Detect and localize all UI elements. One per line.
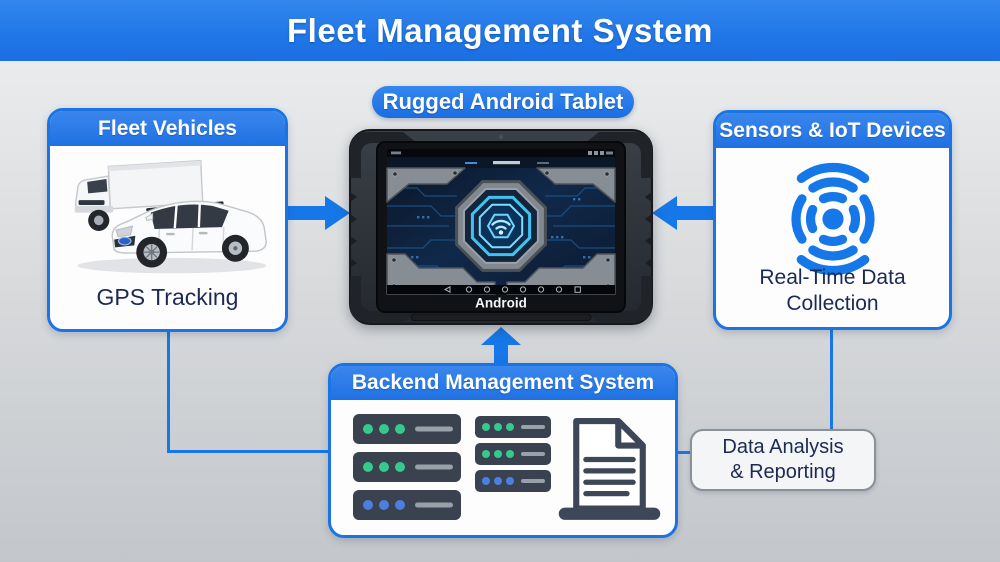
server-rack-icon xyxy=(353,414,461,520)
data-analysis-line1: Data Analysis xyxy=(722,436,844,458)
box-truck-icon xyxy=(74,159,204,231)
arrow-up-icon xyxy=(481,327,521,365)
tablet-label: Rugged Android Tablet xyxy=(382,89,624,114)
sensors-iot-box: Sensors & IoT Devices xyxy=(713,110,952,330)
wireless-sensor-icon xyxy=(791,162,875,276)
wifi-status-icon xyxy=(588,151,592,155)
fleet-vehicles-header: Fleet Vehicles xyxy=(50,111,285,146)
data-analysis-line2: & Reporting xyxy=(730,461,836,483)
camera-icon xyxy=(499,135,503,139)
gps-tracking-caption: GPS Tracking xyxy=(96,284,239,310)
connector-line xyxy=(678,451,690,454)
sensors-iot-header: Sensors & IoT Devices xyxy=(716,113,949,148)
rugged-tablet-illustration: Android xyxy=(347,128,655,328)
arrow-right-icon xyxy=(287,196,350,230)
circuit-bits xyxy=(411,198,591,259)
android-nav-icons xyxy=(443,285,581,294)
backend-system-header: Backend Management System xyxy=(331,366,675,400)
suv-icon xyxy=(111,200,267,268)
wifi-icon xyxy=(491,219,511,230)
battery-status-icon xyxy=(600,151,604,155)
page-title: Fleet Management System xyxy=(287,11,713,49)
tablet-corner-bumpers xyxy=(350,132,652,322)
fleet-vehicles-box: Fleet Vehicles xyxy=(47,108,288,332)
sensors-iot-title: Sensors & IoT Devices xyxy=(719,118,946,142)
fleet-vehicles-illustration xyxy=(74,159,267,274)
android-brand-text: Android xyxy=(475,296,527,311)
connector-line xyxy=(167,450,330,453)
octagon-emblem xyxy=(455,180,547,272)
armor-plates xyxy=(386,167,616,295)
fleet-vehicles-title: Fleet Vehicles xyxy=(98,116,237,140)
server-rack-icon xyxy=(475,416,551,492)
connector-line xyxy=(830,330,833,429)
tablet-label-pill: Rugged Android Tablet xyxy=(372,86,634,118)
connector-line xyxy=(167,332,170,453)
arrow-left-icon xyxy=(652,196,715,230)
title-banner: Fleet Management System xyxy=(0,0,1000,61)
realtime-caption: Real-Time Data Collection xyxy=(759,266,906,315)
backend-system-box: Backend Management System xyxy=(328,363,678,538)
document-icon xyxy=(558,417,661,520)
backend-system-title: Backend Management System xyxy=(351,371,655,394)
data-analysis-box: Data Analysis & Reporting xyxy=(690,429,876,491)
signal-status-icon xyxy=(594,151,598,155)
